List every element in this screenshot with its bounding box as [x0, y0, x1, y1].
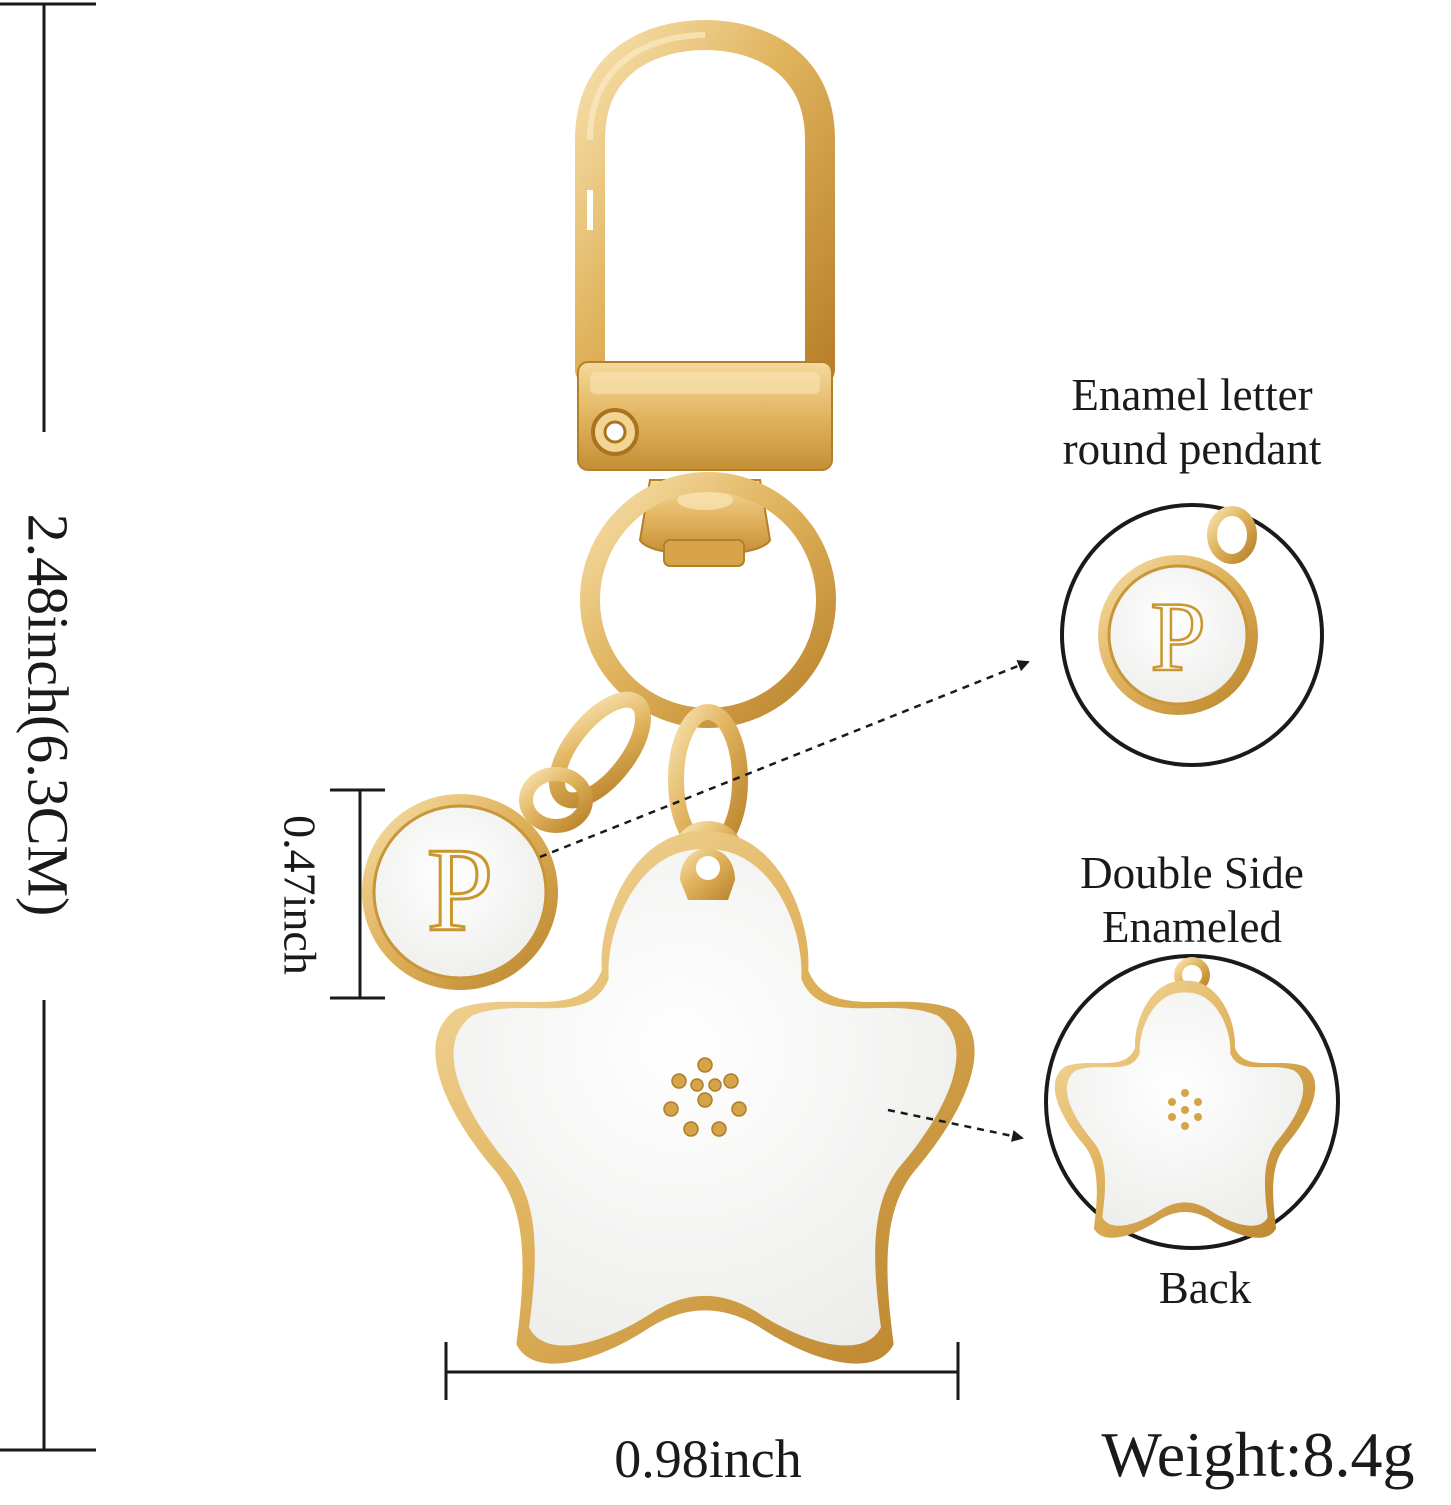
letter-pendant: P: [362, 767, 593, 990]
height-dimension-line: [0, 2, 96, 1452]
pendant-caption-line1: Enamel letter: [1071, 370, 1313, 420]
pendant-caption: Enamel letter round pendant: [1063, 368, 1322, 476]
pendant-dimension-line: [330, 788, 385, 1000]
clasp-hook: [575, 19, 835, 471]
double-side-line1: Double Side: [1080, 848, 1304, 898]
width-dimension-line: [444, 1342, 960, 1400]
double-side-caption: Double Side Enameled: [1080, 846, 1304, 954]
flower-pendant: [435, 831, 975, 1364]
pendant-detail-circle: P: [1060, 503, 1324, 767]
double-side-line2: Enameled: [1102, 902, 1282, 952]
pendant-callout-arrow: [539, 660, 1030, 859]
back-detail-circle: [1044, 954, 1340, 1250]
width-dimension-label: 0.98inch: [614, 1429, 802, 1489]
pendant-detail-letter: P: [1150, 581, 1206, 692]
back-caption: Back: [1158, 1263, 1252, 1313]
weight-label: Weight:8.4g: [1101, 1419, 1415, 1490]
pendant-dimension-label: 0.47inch: [274, 815, 326, 975]
height-dimension-label: 2.48inch(6.3CM): [15, 513, 81, 917]
flower-callout-arrow: [887, 1108, 1024, 1142]
pendant-caption-line2: round pendant: [1062, 424, 1322, 474]
swivel: [638, 479, 772, 567]
flower-bail: [680, 848, 735, 900]
pendant-letter: P: [427, 823, 494, 956]
